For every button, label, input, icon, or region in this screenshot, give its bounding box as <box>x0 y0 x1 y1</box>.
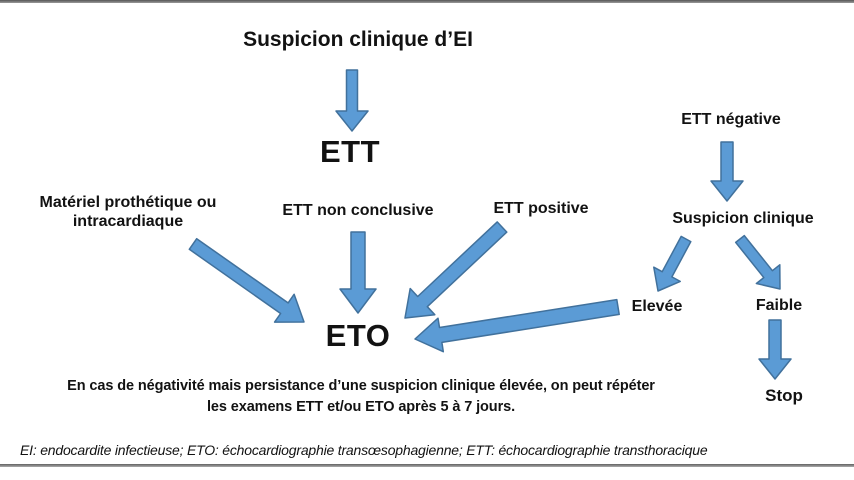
arrow-suspicion-to-elevee <box>653 235 692 292</box>
node-materiel-line1: Matériel prothétique ou <box>39 194 217 211</box>
arrow-positive-to-eto <box>404 221 508 319</box>
node-ett-negative: ETT négative <box>681 111 781 128</box>
note-line1: En cas de négativité mais persistance d’… <box>67 378 655 394</box>
node-faible: Faible <box>755 297 803 314</box>
arrow-negative-to-suspicion <box>710 141 744 202</box>
arrow-materiel-to-eto <box>188 237 305 323</box>
arrow-faible-to-stop <box>758 319 792 380</box>
node-stop: Stop <box>765 386 803 405</box>
node-suspicion-clinique-ei: Suspicion clinique d’EI <box>243 28 473 51</box>
node-elevee: Elevée <box>631 298 683 315</box>
node-ett-non-conclusive: ETT non conclusive <box>282 202 434 219</box>
node-eto: ETO <box>325 318 391 353</box>
note-repeat-exams: En cas de négativité mais persistance d’… <box>67 376 655 418</box>
node-ett-positive: ETT positive <box>493 200 589 217</box>
note-line2: les examens ETT et/ou ETO après 5 à 7 jo… <box>206 399 516 415</box>
figure-legend: EI: endocardite infectieuse; ETO: échoca… <box>20 442 708 458</box>
node-ett: ETT <box>319 134 381 169</box>
arrow-suspicion-to-faible <box>734 234 781 290</box>
arrow-elevee-to-eto <box>414 298 620 353</box>
node-materiel-prothetique: Matériel prothétique ou intracardiaque <box>40 194 217 232</box>
bottom-border-rule <box>0 464 854 467</box>
node-materiel-line2: intracardiaque <box>72 212 184 230</box>
arrow-nonconclusive-to-eto <box>339 231 377 314</box>
node-suspicion-clinique: Suspicion clinique <box>672 210 814 227</box>
top-border-rule <box>0 0 854 3</box>
arrow-suspicion-to-ett <box>335 69 369 132</box>
